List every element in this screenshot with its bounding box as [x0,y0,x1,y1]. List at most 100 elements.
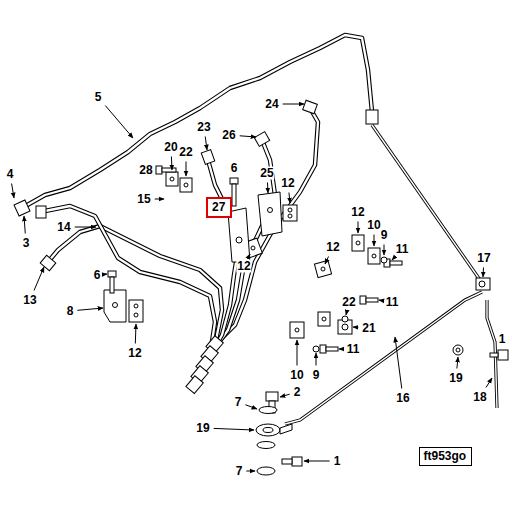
pump-outlet-nuts [186,336,223,394]
leader-arrow [395,337,402,389]
callout-number: 15 [136,193,151,206]
leader-arrow [289,193,290,204]
clamps [251,246,255,250]
callout-number: 6 [93,269,102,282]
clamps [170,177,174,181]
leader-arrow [353,327,358,328]
callout-number: 11 [346,343,361,356]
return-lines [285,292,482,424]
brackets [268,208,273,213]
brackets [104,290,126,322]
clamps [318,312,330,326]
brackets [113,303,118,308]
bolts [456,348,460,352]
leader-arrow [346,312,348,316]
leader-arrow [105,106,133,138]
injection-lines [40,206,215,385]
line-fittings [476,278,490,290]
node-text: ft953go [424,450,467,463]
clamps [288,214,292,218]
clamps [314,260,331,277]
clamps [166,172,178,186]
callout-number: 24 [264,98,279,111]
clamps [288,208,292,212]
leader-arrow [392,259,393,261]
return-lines [372,125,480,280]
leader-arrow [267,183,269,194]
leader-arrow [135,324,137,344]
leader-arrow [12,184,14,199]
callout-number: 3 [22,237,31,250]
clamps [129,300,143,322]
clamps [352,235,364,251]
callout-number: 19 [448,372,463,385]
leader-arrow [171,157,173,171]
line-fittings [14,100,490,290]
callout-number: 8 [66,305,75,318]
bolts [490,353,498,357]
callout-number: 11 [385,296,400,309]
line-fittings [303,100,318,114]
banjo-assembly [257,467,275,475]
clamps [321,267,325,271]
line-fittings [479,281,485,287]
bolts [360,296,366,304]
leader-arrow [486,378,492,388]
return-lines [372,125,480,280]
callout-number: 17 [476,252,491,265]
banjo-assembly [259,407,277,414]
leader-arrow [205,137,207,151]
banjo-assembly [292,457,302,466]
callout-number: 9 [380,229,389,242]
callout-number: 22 [178,146,193,159]
leader-arrow [358,222,359,234]
bolts [320,345,326,353]
callout-number: 1 [333,455,342,468]
bolts [453,345,463,355]
leader-arrow [77,308,103,310]
bolts [156,166,162,174]
line-fittings [366,110,378,124]
leader-arrow [304,461,330,462]
callout-number: 18 [472,391,487,404]
brackets [236,237,242,243]
leader-arrow [339,349,343,350]
leader-arrow [75,227,96,228]
callout-number: 5 [94,91,103,104]
callout-number: 2 [293,386,302,399]
callout-number: 20 [163,141,178,154]
clamps [372,254,376,258]
clamps [322,317,326,321]
clamps [356,241,360,245]
line-fittings [40,255,56,270]
bolts [232,184,236,206]
clamps [134,313,138,317]
callout-number: 26 [221,129,236,142]
bolts [230,178,238,184]
bolts [342,316,348,322]
brackets [104,192,282,322]
injection-lines [22,35,372,385]
callout-number: 19 [195,422,210,435]
bolts [498,350,508,360]
callout-number: 21 [361,322,376,335]
callout-number: 16 [395,392,410,405]
banjo-assembly [282,459,292,464]
return-lines [285,292,482,424]
leader-arrow [249,254,250,257]
callout-number: 28 [138,164,153,177]
line-fittings [36,206,46,218]
leader-arrow [316,353,317,366]
node-text: 27 [212,201,226,214]
injection-lines [48,226,222,375]
callout-number: 13 [22,294,37,307]
brackets [258,192,282,236]
leader-arrow [384,245,385,256]
bolts [162,168,176,172]
leader-arrow [240,136,256,137]
callout-number: 12 [325,241,340,254]
pump-outlet-nuts [186,376,203,394]
clamps [129,172,380,338]
